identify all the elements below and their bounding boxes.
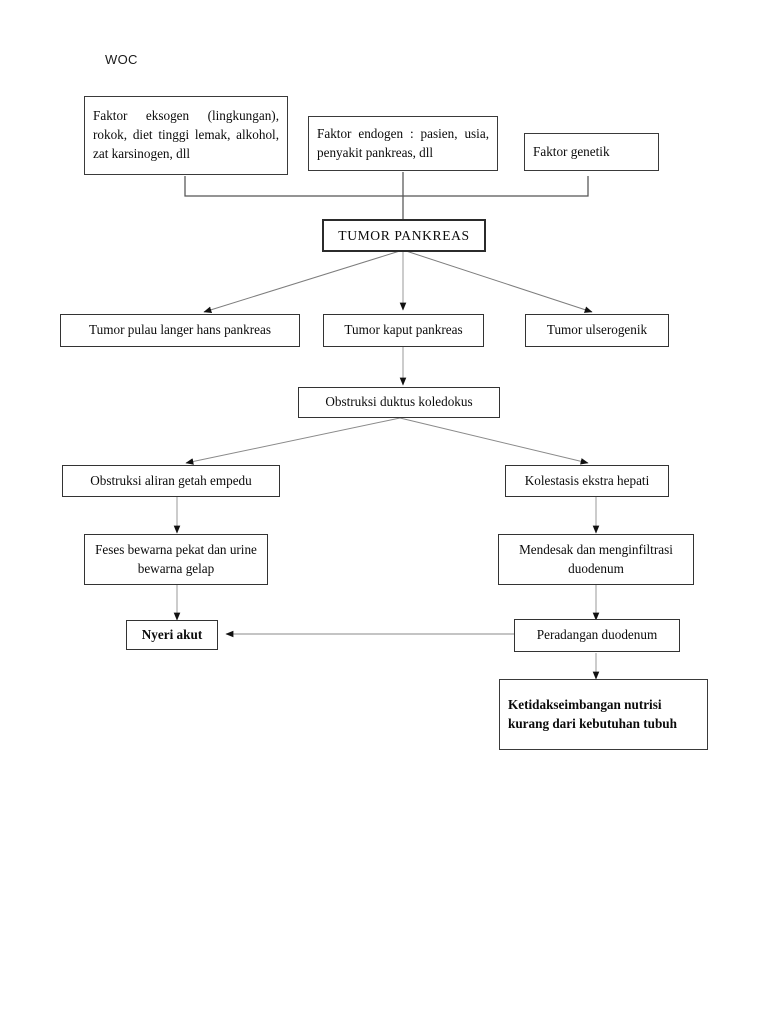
node-faktor-endogen-label: Faktor endogen : pasien, usia, penyakit … [317, 125, 489, 160]
node-tumor-pankreas[interactable]: TUMOR PANKREAS [322, 219, 486, 252]
node-kolestasis-ekstra-hepati-label: Kolestasis ekstra hepati [524, 472, 650, 488]
edge-bus-horizontal [184, 176, 589, 197]
edge-group-factors [184, 172, 589, 219]
node-tumor-pulau-langerhans-label: Tumor pulau langer hans pankreas [89, 322, 271, 338]
edge-koledokus-to-kolestasis [399, 417, 589, 465]
node-obstruksi-duktus-koledokus[interactable]: Obstruksi duktus koledokus [298, 387, 500, 418]
node-tumor-ulserogenik[interactable]: Tumor ulserogenik [525, 314, 669, 347]
edge-tumor-to-pulau [203, 249, 404, 313]
node-peradangan-duodenum-label: Peradangan duodenum [536, 627, 658, 643]
edge-tumor-to-ulserogenik [402, 249, 593, 313]
node-tumor-pulau-langerhans[interactable]: Tumor pulau langer hans pankreas [60, 314, 300, 347]
edge-group-tumor-fanout [203, 249, 593, 313]
node-kolestasis-ekstra-hepati[interactable]: Kolestasis ekstra hepati [505, 465, 669, 497]
node-mendesak-menginfiltrasi-duodenum-label: Mendesak dan menginfiltrasi duodenum [519, 541, 673, 576]
node-obstruksi-aliran-getah-empedu[interactable]: Obstruksi aliran getah empedu [62, 465, 280, 497]
edge-koledokus-to-aliran [185, 417, 401, 465]
node-mendesak-menginfiltrasi-duodenum[interactable]: Mendesak dan menginfiltrasi duodenum [498, 534, 694, 585]
node-tumor-kaput[interactable]: Tumor kaput pankreas [323, 314, 484, 347]
node-nyeri-akut-label: Nyeri akut [141, 626, 203, 642]
node-nyeri-akut[interactable]: Nyeri akut [126, 620, 218, 650]
node-tumor-pankreas-label: TUMOR PANKREAS [338, 227, 470, 243]
node-feses-urine-label: Feses bewarna pekat dan urine bewarna ge… [95, 541, 257, 576]
node-peradangan-duodenum[interactable]: Peradangan duodenum [514, 619, 680, 652]
node-obstruksi-duktus-koledokus-label: Obstruksi duktus koledokus [325, 394, 473, 410]
node-obstruksi-aliran-getah-empedu-label: Obstruksi aliran getah empedu [90, 472, 252, 488]
node-ketidakseimbangan-nutrisi[interactable]: Ketidakseimbangan nutrisi kurang dari ke… [499, 679, 708, 750]
node-faktor-eksogen[interactable]: Faktor eksogen (lingkungan), rokok, diet… [84, 96, 288, 175]
node-faktor-endogen[interactable]: Faktor endogen : pasien, usia, penyakit … [308, 116, 498, 171]
edge-group-koledokus-fanout [185, 417, 589, 465]
node-tumor-ulserogenik-label: Tumor ulserogenik [546, 322, 648, 338]
page-title: WOC [105, 52, 138, 67]
node-tumor-kaput-label: Tumor kaput pankreas [344, 322, 463, 338]
node-ketidakseimbangan-nutrisi-label: Ketidakseimbangan nutrisi kurang dari ke… [508, 696, 677, 731]
node-faktor-genetik-label: Faktor genetik [533, 143, 610, 159]
node-faktor-eksogen-label: Faktor eksogen (lingkungan), rokok, diet… [93, 108, 279, 161]
node-faktor-genetik[interactable]: Faktor genetik [524, 133, 659, 171]
node-feses-urine[interactable]: Feses bewarna pekat dan urine bewarna ge… [84, 534, 268, 585]
